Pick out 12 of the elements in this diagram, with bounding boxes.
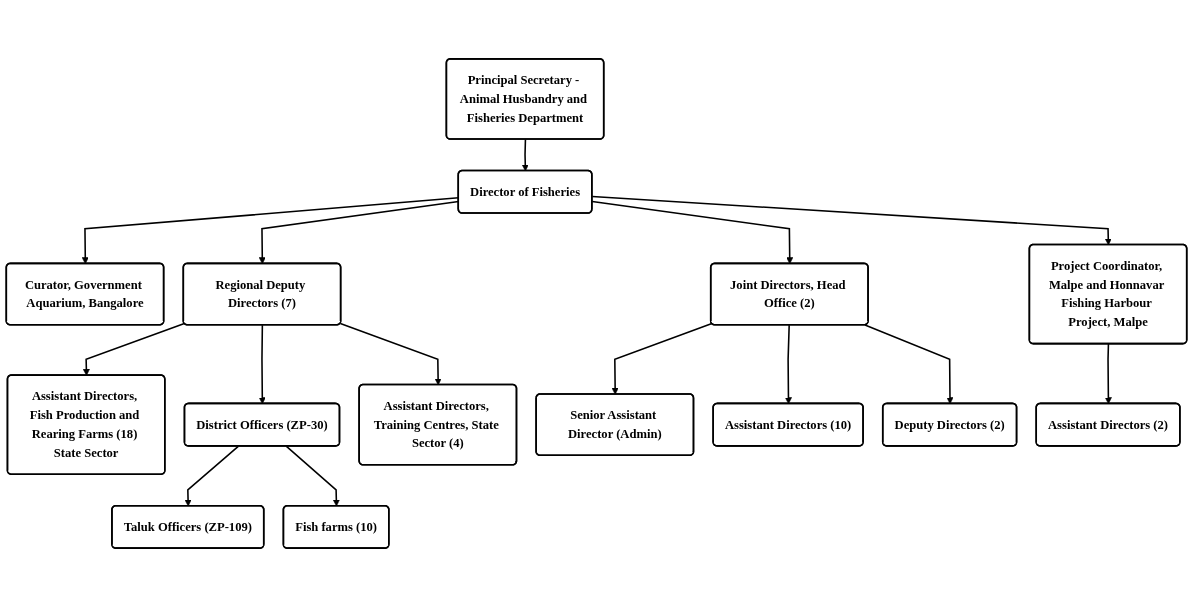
- arrow: [591, 195, 1112, 246]
- arrow: [285, 445, 340, 507]
- arrow: [82, 322, 186, 376]
- arrow: [591, 200, 794, 265]
- arrow: [258, 324, 266, 405]
- arrow: [864, 324, 954, 405]
- arrow: [339, 322, 442, 386]
- arrow: [521, 138, 529, 172]
- arrow: [785, 324, 792, 405]
- arrow: [1104, 343, 1112, 405]
- arrow: [184, 445, 240, 507]
- arrow: [611, 322, 713, 395]
